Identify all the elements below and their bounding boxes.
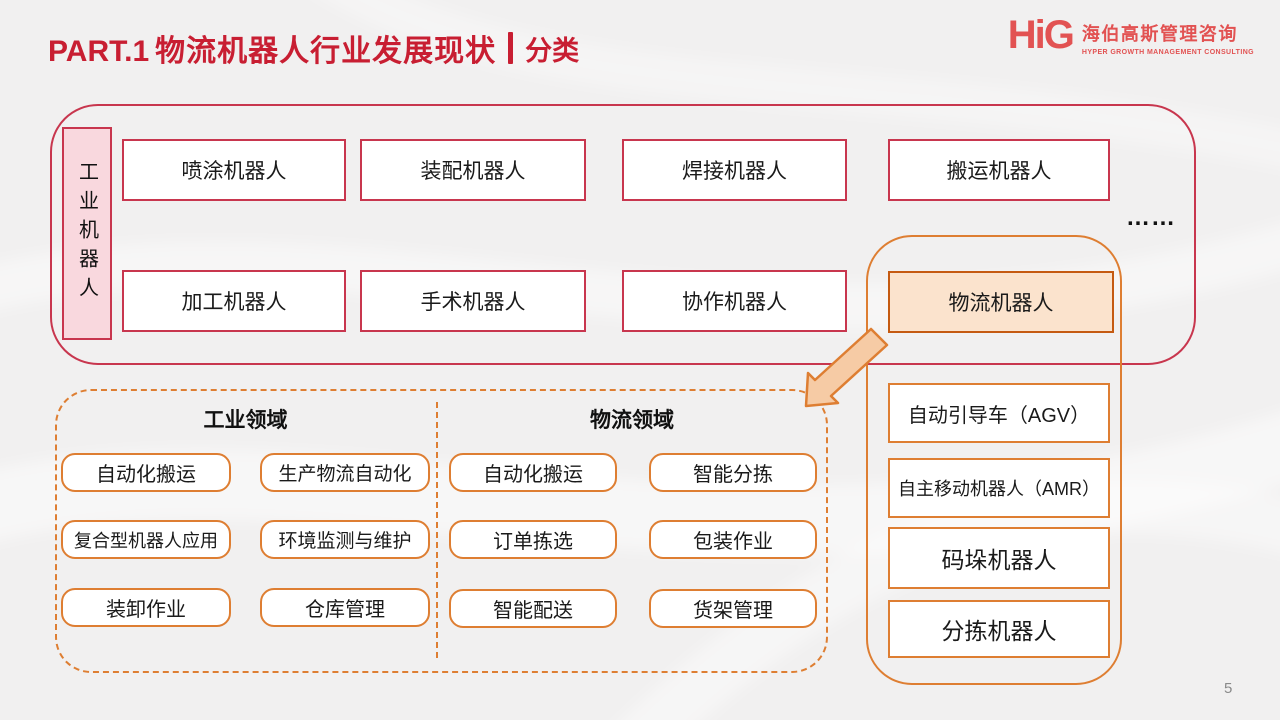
robot-box-handling: 搬运机器人 xyxy=(888,139,1110,201)
robot-box-assembly: 装配机器人 xyxy=(360,139,586,201)
logistics-app-smart-sorting: 智能分拣 xyxy=(649,453,817,492)
robot-box-surgical: 手术机器人 xyxy=(360,270,586,332)
logistics-app-shelf-management: 货架管理 xyxy=(649,589,817,628)
industrial-app-loading-unloading: 装卸作业 xyxy=(61,588,231,627)
industrial-domain-title: 工业领域 xyxy=(203,409,288,432)
logistics-type-sorting: 分拣机器人 xyxy=(888,600,1110,658)
logo-mark-icon: HiG xyxy=(1007,13,1075,57)
robot-box-spray: 喷涂机器人 xyxy=(122,139,346,201)
logo-names: 海伯高斯管理咨询 HYPER GROWTH MANAGEMENT CONSULT… xyxy=(1082,20,1254,56)
logo-name-en: HYPER GROWTH MANAGEMENT CONSULTING xyxy=(1081,49,1254,56)
page-number: 5 xyxy=(1224,680,1233,697)
logistics-app-packaging: 包装作业 xyxy=(649,520,817,559)
logistics-app-order-picking: 订单拣选 xyxy=(449,520,617,559)
company-logo: HiG 海伯高斯管理咨询 HYPER GROWTH MANAGEMENT CON… xyxy=(1007,13,1254,57)
title-sub: 分类 xyxy=(525,35,580,66)
robot-box-welding: 焊接机器人 xyxy=(622,139,847,201)
title-part: PART.1 xyxy=(48,35,150,68)
logistics-app-automated-handling: 自动化搬运 xyxy=(449,453,617,492)
industrial-app-composite-robot: 复合型机器人应用 xyxy=(61,520,231,559)
industrial-robots-side-label: 工业机器人 xyxy=(62,127,112,340)
robot-box-collaborative: 协作机器人 xyxy=(622,270,847,332)
industrial-app-production-logistics: 生产物流自动化 xyxy=(260,453,430,492)
industrial-app-warehouse-management: 仓库管理 xyxy=(260,588,430,627)
title-divider xyxy=(508,32,514,64)
robot-box-logistics-highlighted: 物流机器人 xyxy=(888,271,1114,333)
industrial-app-environment-monitoring: 环境监测与维护 xyxy=(260,520,430,559)
logo-name-cn: 海伯高斯管理咨询 xyxy=(1081,24,1238,44)
logistics-app-smart-delivery: 智能配送 xyxy=(449,589,617,628)
robot-box-processing: 加工机器人 xyxy=(122,270,346,332)
domains-divider xyxy=(436,402,438,658)
logistics-type-palletizing: 码垛机器人 xyxy=(888,527,1110,589)
logistics-type-agv: 自动引导车（AGV） xyxy=(888,383,1110,443)
branch-arrow-icon xyxy=(804,327,889,408)
title-main: 物流机器人行业发展现状 xyxy=(155,35,497,68)
industrial-app-automated-handling: 自动化搬运 xyxy=(61,453,231,492)
more-categories-ellipsis: …… xyxy=(1126,204,1176,231)
logistics-domain-title: 物流领域 xyxy=(590,409,674,432)
logistics-type-amr: 自主移动机器人（AMR） xyxy=(888,458,1110,518)
